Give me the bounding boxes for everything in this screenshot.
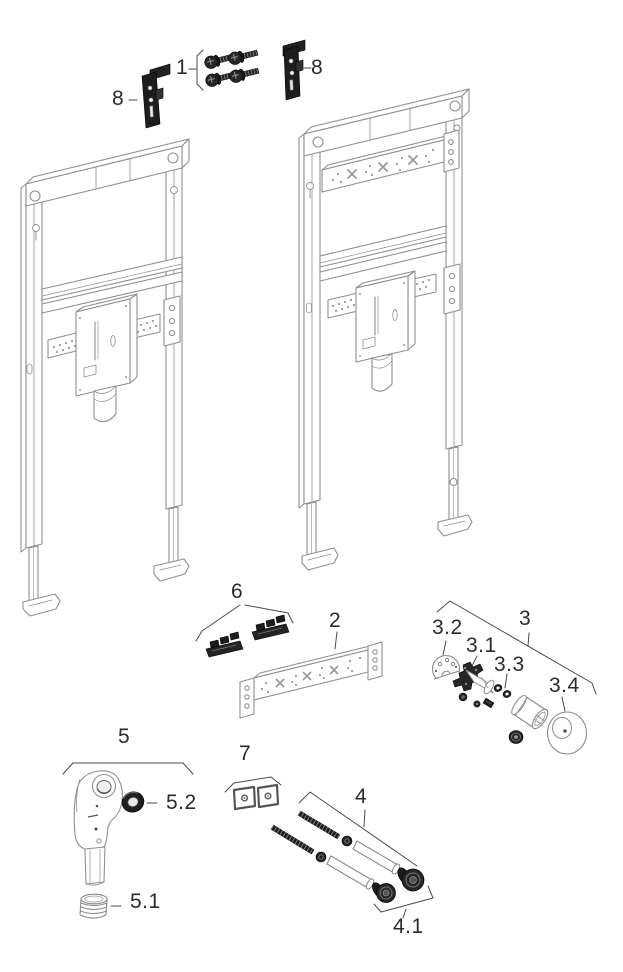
part-label-3-1: 3.1	[466, 634, 497, 657]
cap-nuts-drawing	[372, 867, 425, 903]
plug-drawing	[508, 730, 524, 744]
wall-anchor-left-drawing	[141, 63, 171, 129]
sleeve-box-drawing	[511, 694, 549, 730]
part-label-5: 5	[118, 725, 131, 748]
mounting-rail-drawing	[239, 641, 383, 719]
seal-ring-drawing	[121, 791, 145, 813]
part-label-3-2: 3.2	[432, 616, 463, 639]
part-label-1: 1	[176, 56, 189, 79]
supply-assembly-drawing	[431, 654, 588, 755]
clamp-plate-drawing	[431, 654, 465, 696]
part-label-3-4: 3.4	[549, 674, 580, 697]
rod-set-drawing	[270, 810, 425, 903]
part-label-8-right: 8	[311, 56, 324, 79]
screw-set-drawing	[204, 49, 260, 87]
spacer-plates-drawing	[232, 783, 280, 811]
trap-drawing	[73, 770, 145, 919]
part-label-5-1: 5.1	[130, 890, 161, 913]
clip-set-drawing	[205, 614, 290, 658]
part-label-6: 6	[231, 580, 244, 603]
part-label-4-1: 4.1	[393, 915, 424, 938]
frame-right-drawing	[298, 88, 473, 571]
seal-kit-drawing	[473, 684, 512, 709]
part-label-7: 7	[239, 742, 252, 765]
threaded-collar-drawing	[79, 893, 108, 919]
part-label-2: 2	[329, 609, 342, 632]
part-label-5-2: 5.2	[166, 791, 197, 814]
part-label-4: 4	[355, 785, 368, 808]
valve-drawing	[452, 661, 495, 702]
cover-plate-drawing	[546, 711, 588, 755]
part-label-3-3: 3.3	[494, 653, 525, 676]
part-label-8-left: 8	[112, 87, 125, 110]
frame-left-drawing	[20, 138, 190, 617]
wall-anchor-right-drawing	[282, 39, 306, 101]
part-label-3: 3	[519, 607, 532, 630]
leader-lines	[62, 49, 597, 919]
